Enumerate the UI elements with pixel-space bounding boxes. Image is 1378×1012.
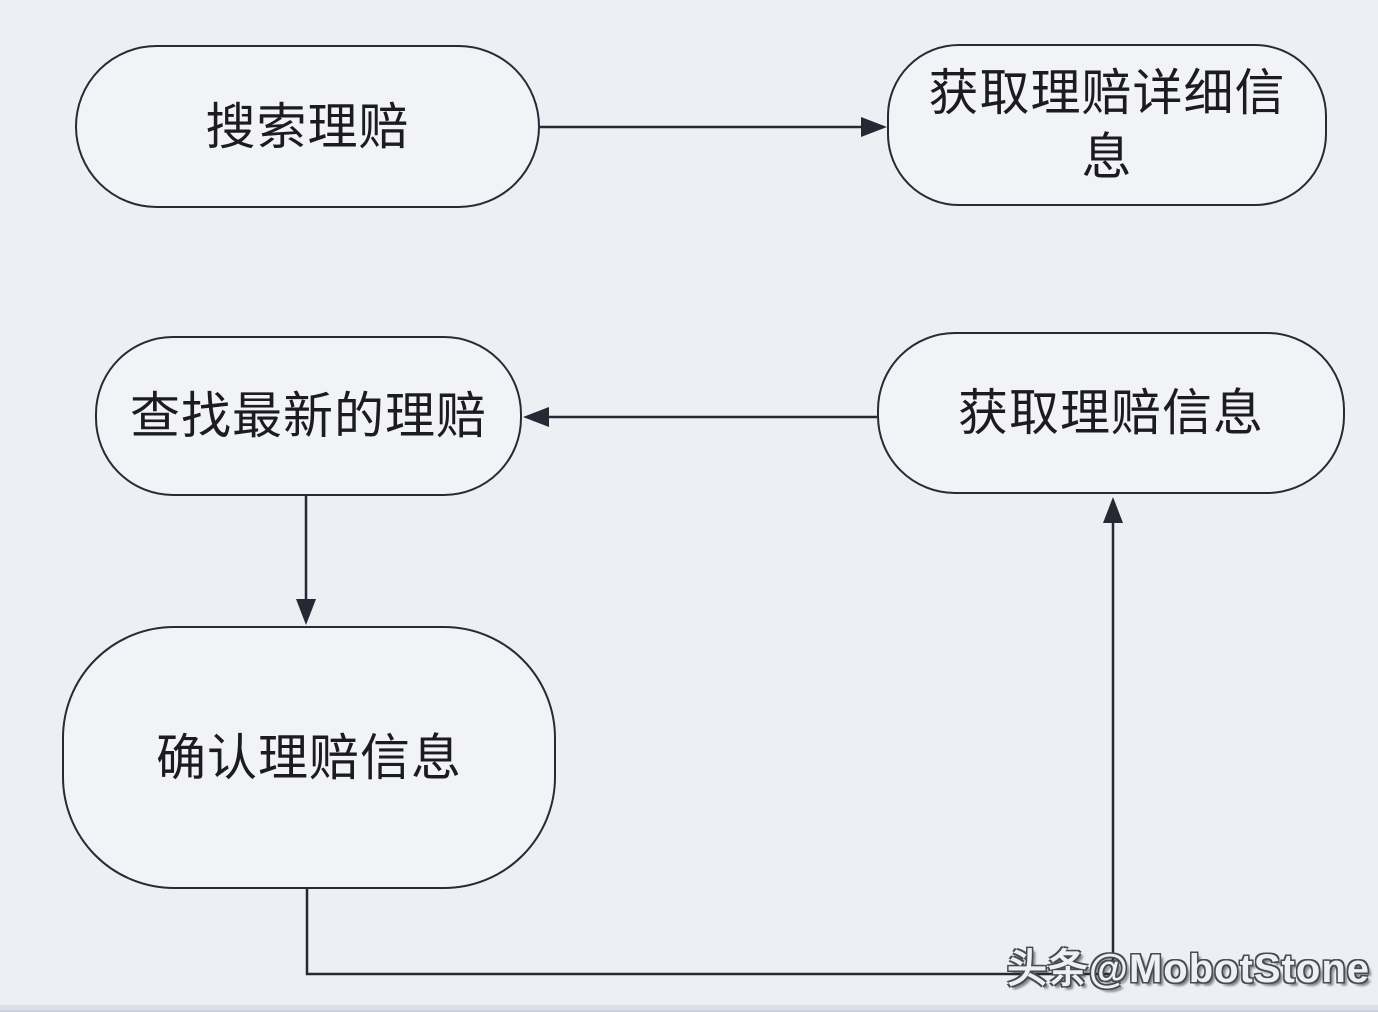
node-search-claim-label: 搜索理赔: [205, 98, 410, 155]
edge-confirm-to-info: [305, 497, 1123, 976]
node-find-latest-claim: 查找最新的理赔: [95, 336, 522, 496]
arrowhead-right-icon: [861, 117, 887, 137]
node-get-claim-details-label: 获取理赔详细信息: [928, 65, 1286, 185]
arrowhead-left-icon: [523, 407, 549, 427]
edge-info-to-latest: [523, 407, 877, 427]
node-search-claim: 搜索理赔: [75, 45, 540, 208]
node-get-claim-details: 获取理赔详细信息: [887, 44, 1327, 206]
node-confirm-claim-info-label: 确认理赔信息: [156, 729, 462, 786]
node-find-latest-claim-label: 查找最新的理赔: [130, 388, 487, 444]
arrowhead-down-icon: [296, 599, 316, 625]
node-confirm-claim-info: 确认理赔信息: [62, 626, 556, 889]
node-get-claim-info: 获取理赔信息: [877, 332, 1345, 494]
node-get-claim-info-label: 获取理赔信息: [958, 385, 1264, 441]
edge-latest-to-confirm: [296, 496, 316, 625]
edge-search-to-details: [540, 117, 887, 137]
bottom-edge-strip: [0, 1005, 1378, 1012]
arrowhead-up-icon: [1103, 497, 1123, 523]
watermark: 头条@MobotStone: [1006, 947, 1370, 991]
